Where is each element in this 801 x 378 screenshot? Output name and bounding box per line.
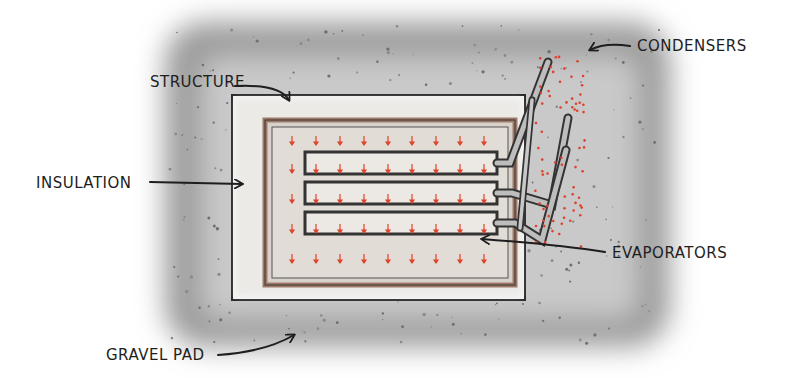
evaporators-label: EVAPORATORS xyxy=(612,245,727,262)
gravel-pad-label: GRAVEL PAD xyxy=(106,347,205,364)
condensers xyxy=(497,62,568,240)
insulation xyxy=(265,120,515,285)
structure xyxy=(232,95,525,300)
condensers-label: CONDENSERS xyxy=(637,38,747,55)
leader-lines xyxy=(150,45,630,355)
structure-label: STRUCTURE xyxy=(150,74,245,91)
insulation-label: INSULATION xyxy=(36,175,132,192)
evaporators xyxy=(305,152,497,234)
